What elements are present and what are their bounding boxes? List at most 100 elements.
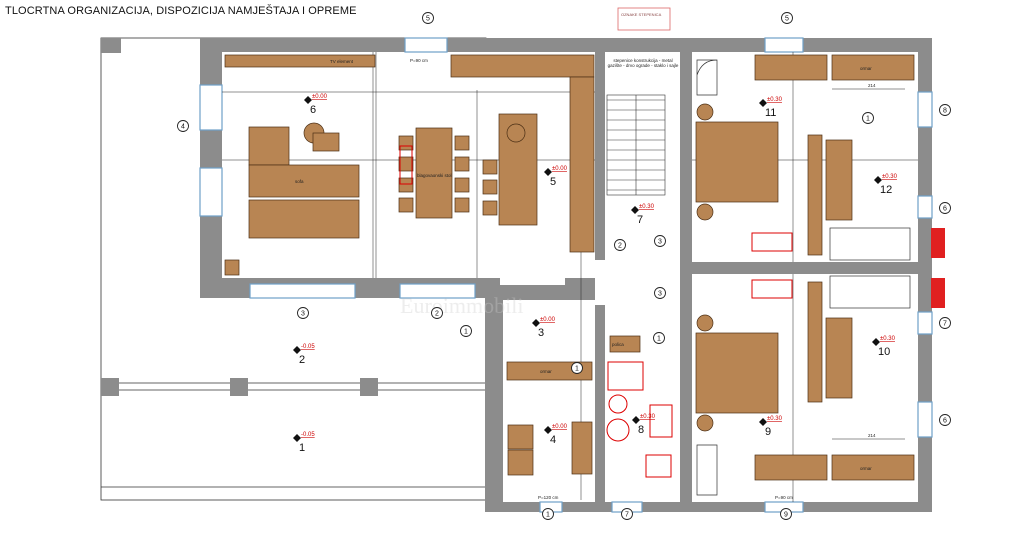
svg-text:1: 1 bbox=[575, 366, 579, 373]
room-marker-5: ±0.005 bbox=[544, 166, 568, 188]
elevation-marker-icon bbox=[759, 418, 767, 426]
elevation-marker-icon bbox=[532, 319, 540, 327]
axis-marker-9: 9 bbox=[780, 508, 792, 520]
svg-text:5: 5 bbox=[426, 16, 430, 23]
axis-marker-6: 6 bbox=[939, 202, 951, 214]
room-number: 2 bbox=[299, 354, 305, 366]
axis-marker-1: 1 bbox=[571, 362, 583, 374]
room-elevation: ±0.30 bbox=[882, 174, 898, 180]
room-elevation: ±0.00 bbox=[540, 317, 556, 323]
room-elevation: ±0.00 bbox=[312, 94, 328, 100]
hob bbox=[506, 123, 526, 143]
room-elevation: ±0.30 bbox=[767, 97, 783, 103]
room-number: 7 bbox=[637, 214, 643, 226]
room-elevation: ±0.30 bbox=[640, 414, 656, 420]
axis-marker-1: 1 bbox=[653, 332, 665, 344]
bench bbox=[248, 199, 360, 239]
label-shelf: polica bbox=[612, 342, 624, 347]
dining-table bbox=[415, 127, 453, 219]
room-elevation: -0.05 bbox=[301, 344, 315, 350]
sink-4 bbox=[571, 421, 593, 475]
dim-214: 214 bbox=[868, 83, 876, 88]
room-elevation: ±0.00 bbox=[552, 166, 568, 172]
wardrobe-bottom-right-2 bbox=[831, 454, 915, 481]
washer bbox=[507, 424, 534, 450]
svg-text:3: 3 bbox=[658, 291, 662, 298]
room-number: 11 bbox=[765, 107, 776, 119]
elevation-marker-icon bbox=[632, 416, 640, 424]
svg-text:3: 3 bbox=[658, 239, 662, 246]
terrace-column bbox=[101, 378, 119, 396]
kitchen-tall-units bbox=[569, 76, 595, 253]
elevation-marker-icon bbox=[293, 434, 301, 442]
room-elevation: ±0.30 bbox=[767, 416, 783, 422]
axis-marker-7: 7 bbox=[621, 508, 633, 520]
room-number: 1 bbox=[299, 442, 305, 454]
windows bbox=[199, 37, 933, 513]
axis-marker-6: 6 bbox=[939, 414, 951, 426]
radiators bbox=[931, 228, 945, 308]
room-marker-1: -0.05 1 bbox=[293, 432, 315, 454]
room-number: 12 bbox=[880, 184, 892, 196]
svg-text:6: 6 bbox=[943, 206, 947, 213]
elevation-marker-icon bbox=[544, 426, 552, 434]
room-marker-6: ±0.00 6 bbox=[304, 94, 328, 116]
label-tv: TV element bbox=[330, 59, 354, 64]
svg-text:7: 7 bbox=[625, 512, 629, 519]
label-door-top: P=90 cm bbox=[410, 58, 428, 63]
room-elevation: ±0.30 bbox=[639, 204, 655, 210]
svg-text:5: 5 bbox=[785, 16, 789, 23]
shelf-8 bbox=[609, 335, 641, 353]
axis-marker-3: 3 bbox=[654, 287, 666, 299]
room-elevation: ±0.30 bbox=[880, 336, 896, 342]
svg-text:6: 6 bbox=[943, 418, 947, 425]
svg-text:4: 4 bbox=[181, 124, 185, 131]
label-sofa: sofa bbox=[295, 179, 304, 184]
kids-furniture bbox=[399, 145, 793, 478]
wardrobe-3 bbox=[506, 361, 593, 381]
room-number: 9 bbox=[765, 426, 771, 438]
axis-marker-4: 4 bbox=[177, 120, 189, 132]
terrace-column bbox=[230, 378, 248, 396]
elevation-marker-icon bbox=[874, 176, 882, 184]
vanity-12 bbox=[825, 139, 853, 221]
bed-9 bbox=[695, 332, 779, 414]
label-door-right-bottom: P=90 cm bbox=[775, 495, 793, 500]
axis-marker-2: 2 bbox=[614, 239, 626, 251]
elevation-marker-icon bbox=[631, 206, 639, 214]
armchair bbox=[248, 126, 290, 166]
room-elevation: -0.05 bbox=[301, 432, 315, 438]
axis-marker-5: 5 bbox=[781, 12, 793, 24]
terrace-column bbox=[360, 378, 378, 396]
wardrobe-top-right bbox=[754, 54, 828, 81]
axis-marker-7: 7 bbox=[939, 317, 951, 329]
svg-text:1: 1 bbox=[546, 512, 550, 519]
svg-text:3: 3 bbox=[301, 311, 305, 318]
svg-text:8: 8 bbox=[943, 108, 947, 115]
svg-text:2: 2 bbox=[435, 311, 439, 318]
dim-214b: 214 bbox=[868, 433, 876, 438]
wardrobe-9 bbox=[807, 281, 823, 403]
elevation-marker-icon bbox=[304, 96, 312, 104]
room-marker-9: ±0.30 9 bbox=[759, 416, 783, 438]
label-door-bottom: P=120 cm bbox=[538, 495, 559, 500]
svg-text:1: 1 bbox=[657, 336, 661, 343]
vanity-10 bbox=[825, 317, 853, 399]
elevation-marker-icon bbox=[759, 99, 767, 107]
room-number: 4 bbox=[550, 434, 556, 446]
room-marker-11: ±0.30 11 bbox=[759, 97, 783, 119]
label-dining: blagovaonski stol bbox=[417, 173, 452, 178]
svg-text:7: 7 bbox=[943, 321, 947, 328]
drawing-title: TLOCRTNA ORGANIZACIJA, DISPOZICIJA NAMJE… bbox=[5, 5, 357, 17]
wardrobe-11 bbox=[807, 134, 823, 256]
kitchen-upper-units bbox=[450, 54, 595, 78]
dryer bbox=[507, 449, 534, 476]
axis-marker-8: 8 bbox=[939, 104, 951, 116]
room-elevation: ±0.00 bbox=[552, 424, 568, 430]
legend-box bbox=[617, 7, 671, 31]
axis-marker-2: 2 bbox=[431, 307, 443, 319]
room-number: 10 bbox=[878, 346, 890, 358]
axis-marker-3: 3 bbox=[297, 307, 309, 319]
room-number: 6 bbox=[310, 104, 316, 116]
